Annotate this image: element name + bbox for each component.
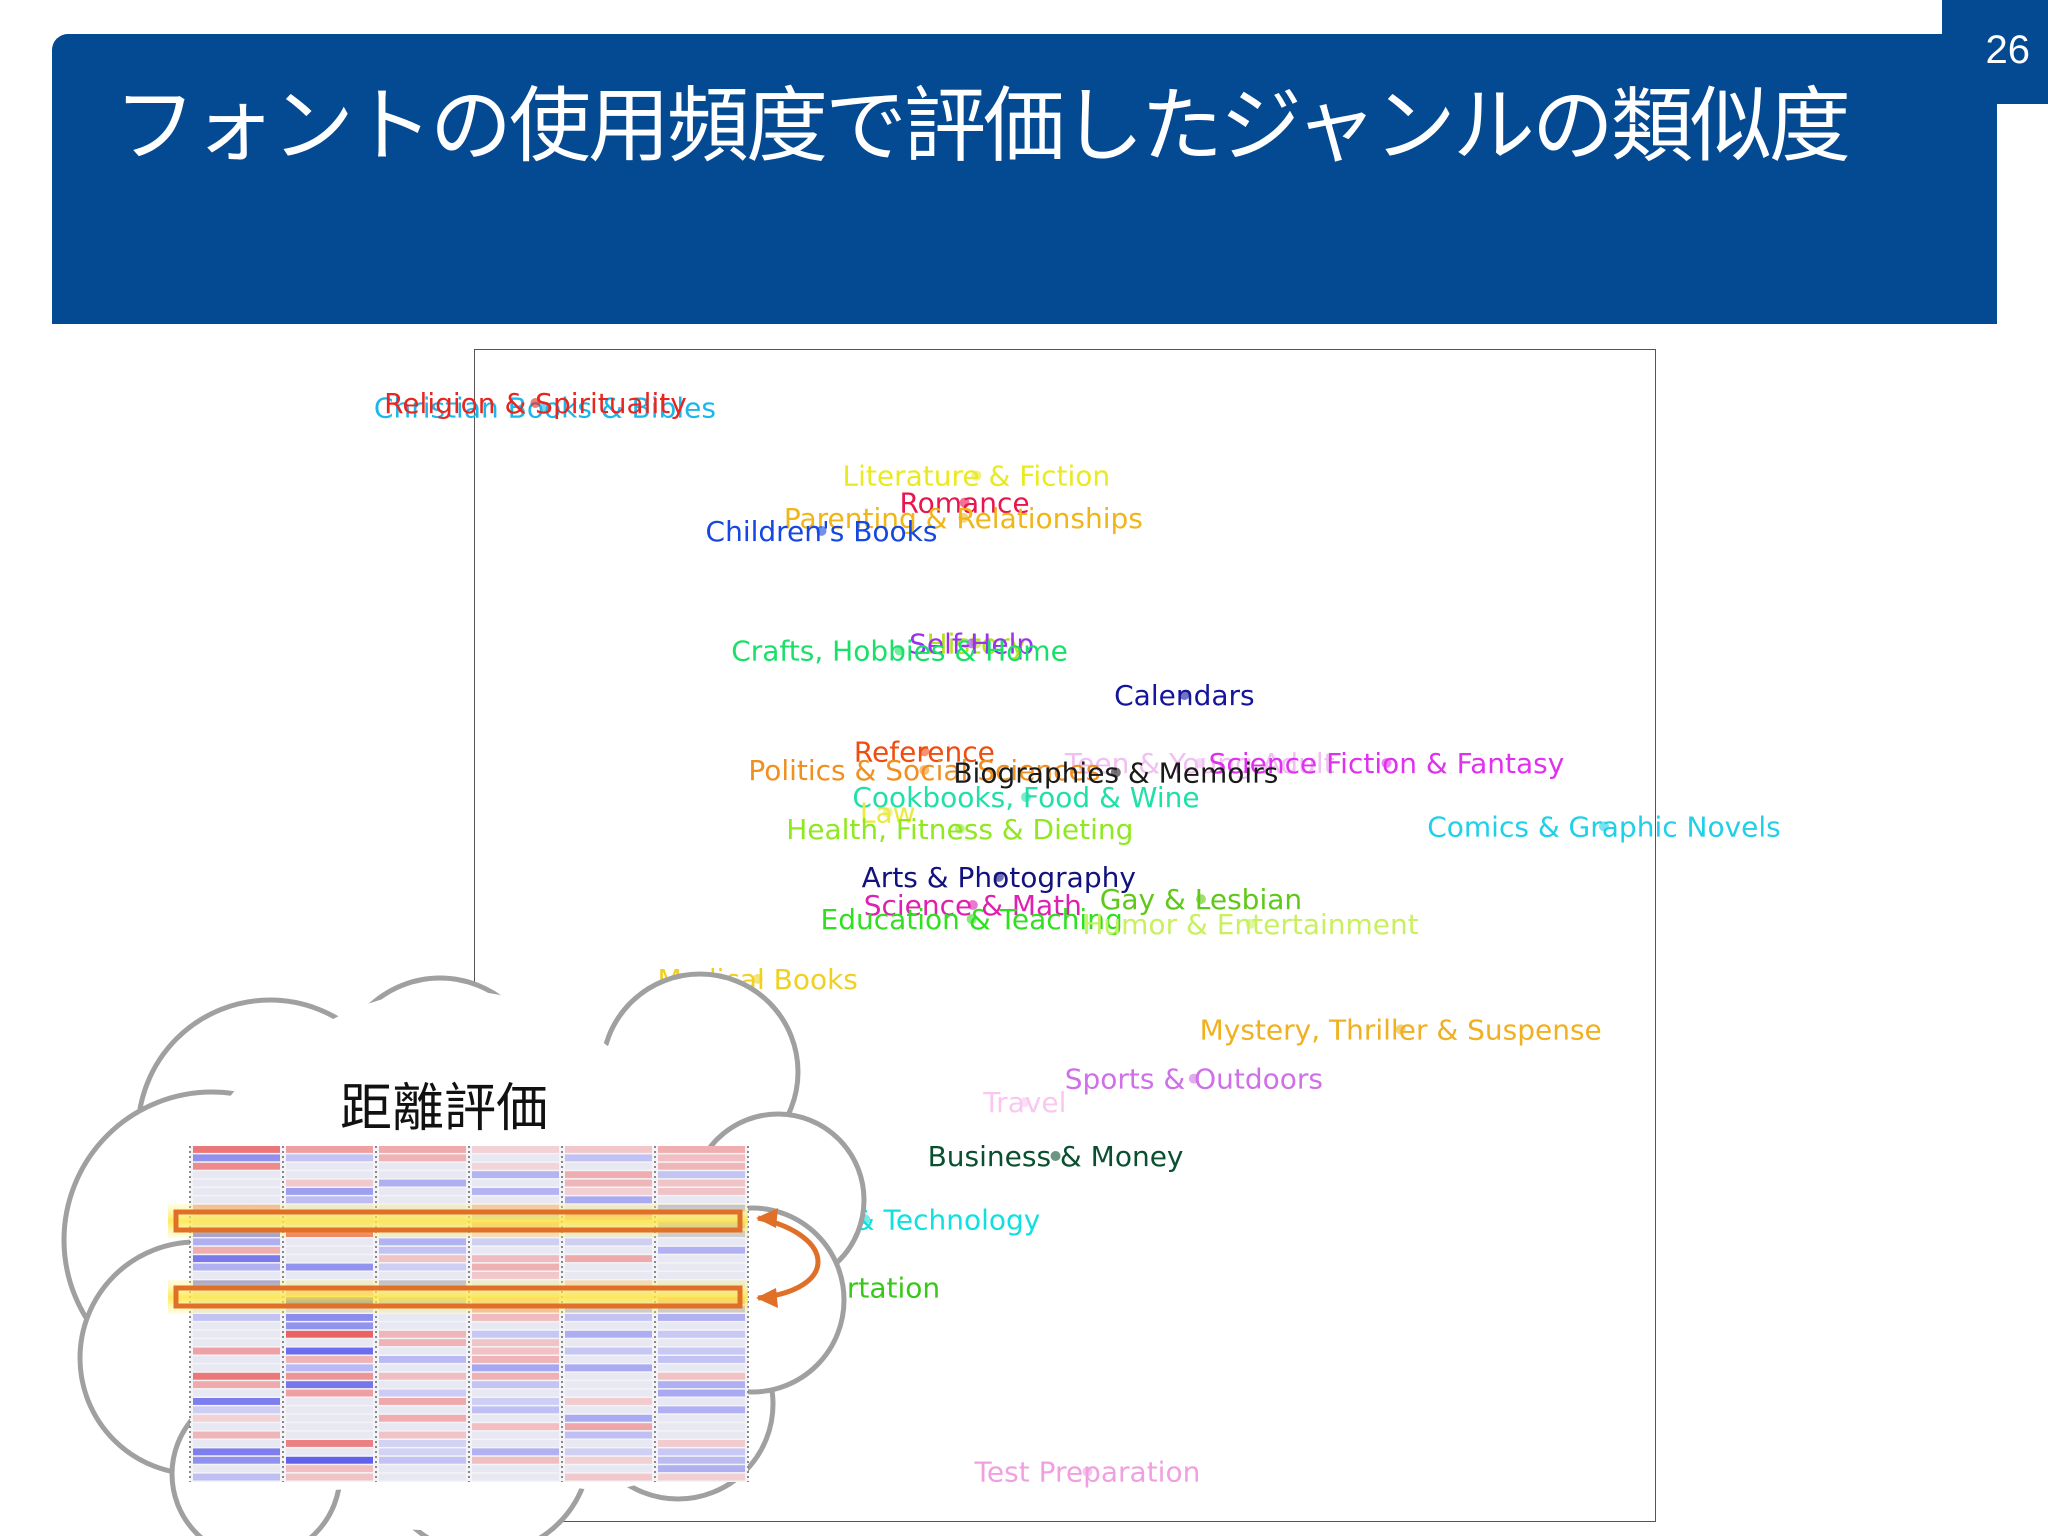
label-arts-photography: Arts & Photography [862, 861, 1136, 894]
point-science-math [967, 900, 978, 911]
label-teen-young-adult: Teen & Young Adult [1064, 747, 1335, 780]
label-test-preparation: Test Preparation [974, 1456, 1201, 1489]
highlight-box-2 [173, 1285, 743, 1309]
point-mystery-thriller-suspense [1395, 1024, 1406, 1035]
label-travel: Travel [982, 1086, 1066, 1119]
highlight-row-1 [168, 1204, 748, 1238]
label-health-fitness-dieting: Health, Fitness & Dieting [786, 813, 1133, 846]
point-crafts-hobbies-home [894, 645, 905, 656]
point-science-fiction-fantasy [1381, 758, 1392, 769]
label-children-s-books: Children's Books [706, 515, 938, 548]
point-literature-fiction [971, 470, 982, 481]
label-christian-books-bibles: Christian Books & Bibles [374, 392, 716, 425]
scatter-plot-frame [474, 349, 1656, 1522]
highlight-box-1 [173, 1209, 743, 1233]
point-health-fitness-dieting [954, 823, 965, 834]
point-parenting-relationships [958, 512, 969, 523]
label-sports-outdoors: Sports & Outdoors [1065, 1063, 1323, 1096]
slide-title: フォントの使用頻度で評価したジャンルの類似度 [114, 79, 1851, 174]
point-politics-social-sciences [919, 765, 930, 776]
label-comics-graphic-novels: Comics & Graphic Novels [1427, 810, 1781, 843]
point-teen-young-adult [1194, 758, 1205, 769]
point-biographies-memoirs [1110, 767, 1121, 778]
label-mystery-thriller-suspense: Mystery, Thriller & Suspense [1200, 1013, 1602, 1046]
point-reference [919, 746, 930, 757]
point-travel [1019, 1097, 1030, 1108]
label-literature-fiction: Literature & Fiction [843, 460, 1111, 493]
point-calendars [1179, 690, 1190, 701]
point-humor-entertainment [1245, 918, 1256, 929]
label-business-money: Business & Money [928, 1140, 1184, 1173]
point-self-help [966, 638, 977, 649]
point-religion-spirituality [530, 397, 541, 408]
label-reference: Reference [854, 735, 995, 768]
point-romance [959, 497, 970, 508]
point-sports-outdoors [1188, 1073, 1199, 1084]
point-law [882, 807, 893, 818]
point-business-money [1050, 1151, 1061, 1162]
point-cookbooks-food-wine [1020, 792, 1031, 803]
arrowhead-top [756, 1208, 778, 1228]
label-gay-lesbian: Gay & Lesbian [1100, 883, 1302, 916]
point-children-s-books [816, 525, 827, 536]
point-medical-books [752, 973, 763, 984]
label-self-help: Self-Help [909, 627, 1034, 660]
label-cookbooks-food-wine: Cookbooks, Food & Wine [852, 781, 1199, 814]
label-calendars: Calendars [1114, 679, 1255, 712]
distance-evaluation-label: 距離評価 [340, 1079, 549, 1139]
point-christian-books-bibles [539, 402, 550, 413]
label-biographies-memoirs: Biographies & Memoirs [953, 756, 1278, 789]
title-bar [52, 34, 1997, 324]
highlight-row-2 [168, 1280, 748, 1314]
compare-arrow [757, 1215, 821, 1301]
page-number: 26 [1985, 28, 2031, 72]
point-education-teaching [966, 914, 977, 925]
label-crafts-hobbies-home: Crafts, Hobbies & Home [731, 634, 1068, 667]
point-test-preparation [1082, 1466, 1093, 1477]
point-gay-lesbian [1195, 894, 1206, 905]
point-comics-graphic-novels [1598, 821, 1609, 832]
label-education-teaching: Education & Teaching [821, 903, 1123, 936]
point-arts-photography [993, 871, 1004, 882]
label-science-fiction-fantasy: Science Fiction & Fantasy [1209, 747, 1565, 780]
label-humor-entertainment: Humor & Entertainment [1082, 908, 1418, 941]
arrowhead-bottom [756, 1288, 778, 1308]
label-law: Law [860, 796, 916, 829]
page-number-box: 26 [1942, 0, 2048, 104]
label-parenting-relationships: Parenting & Relationships [784, 502, 1143, 535]
label-religion-spirituality: Religion & Spirituality [384, 387, 687, 420]
label-politics-social-sciences: Politics & Social Sciences [748, 754, 1100, 787]
